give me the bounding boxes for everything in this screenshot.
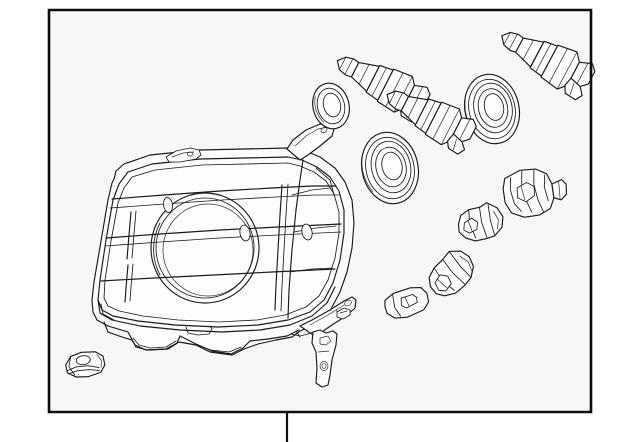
headlamp-housing: Headlamp Housing & Lens Assembly <box>91 123 357 388</box>
socket-large: Bulb Socket / Retainer <box>502 168 568 218</box>
seal-large-lower: Bulb Seal - Large Gasket (Lower) <box>360 131 420 205</box>
seal-large-upper: Bulb Seal - Large Gasket (Upper) <box>463 73 521 145</box>
lower-mount-bracket: Lower Mounting Bracket <box>289 296 357 388</box>
bulb-wedge: Wedge Base Bulb <box>384 287 430 319</box>
socket-lower: Turn Signal Socket <box>428 250 474 297</box>
upper-mount-tab-left: Upper Mounting Tab (Left) <box>165 147 202 163</box>
diagram-plate-border <box>47 8 593 442</box>
socket-small: Side Marker Socket <box>457 202 504 242</box>
retainer-clip: Retainer Clip / Nut <box>65 351 106 378</box>
bulb-auxiliary: Halogen Bulb - Auxiliary <box>501 31 596 101</box>
seal-small: Bulb Seal - Small O-Ring <box>312 82 350 130</box>
bulb-low-beam: Halogen Bulb - Low Beam <box>386 90 477 155</box>
projector-lens: Projector Lens <box>150 192 260 304</box>
